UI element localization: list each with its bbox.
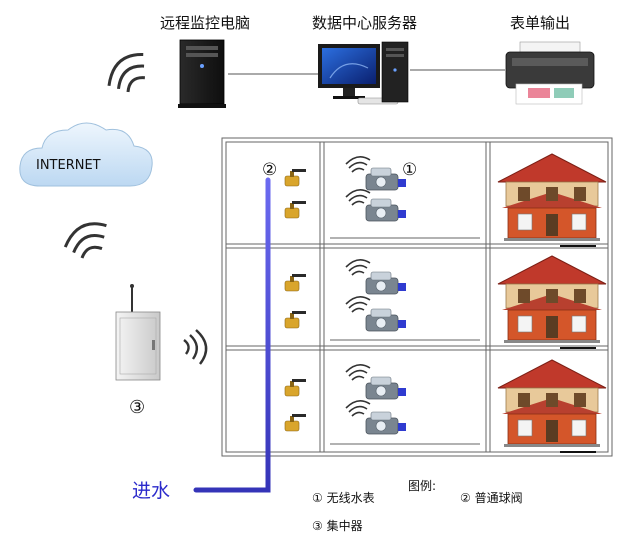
building-frame — [221, 137, 613, 457]
legend-meter: ① 无线水表 — [312, 491, 375, 505]
internet-label: INTERNET — [36, 158, 101, 173]
house-icon-floor-2 — [497, 255, 607, 344]
concentrator-marker: ③ — [129, 397, 145, 418]
server-label: 数据中心服务器 — [312, 14, 417, 32]
wifi-icon-concentrator — [183, 329, 208, 365]
legend-title: 图例: — [408, 479, 436, 493]
computer-tower-icon — [178, 39, 226, 108]
printer-icon — [505, 41, 595, 105]
wifi-icon-cloud — [63, 222, 107, 259]
legend: 图例: ① 无线水表 ② 普通球阀 ③ 集中器 — [312, 479, 523, 533]
water-meter-icon — [365, 167, 407, 435]
concentrator-box-icon — [115, 284, 161, 381]
legend-valve: ② 普通球阀 — [460, 491, 523, 505]
house-icon-floor-3 — [497, 359, 607, 448]
server-monitor-icon — [318, 44, 399, 105]
server-tower-icon — [381, 41, 409, 103]
house-icon-floor-1 — [497, 153, 607, 242]
printer-label: 表单输出 — [510, 14, 570, 32]
remote-pc-label: 远程监控电脑 — [160, 14, 250, 32]
meter-marker: ① — [402, 160, 417, 180]
wifi-icon-pc — [107, 52, 145, 93]
cloud-icon — [19, 122, 153, 187]
valve-marker: ② — [262, 160, 277, 180]
legend-concentrator: ③ 集中器 — [312, 518, 363, 533]
water-inlet-label: 进水 — [132, 480, 170, 502]
